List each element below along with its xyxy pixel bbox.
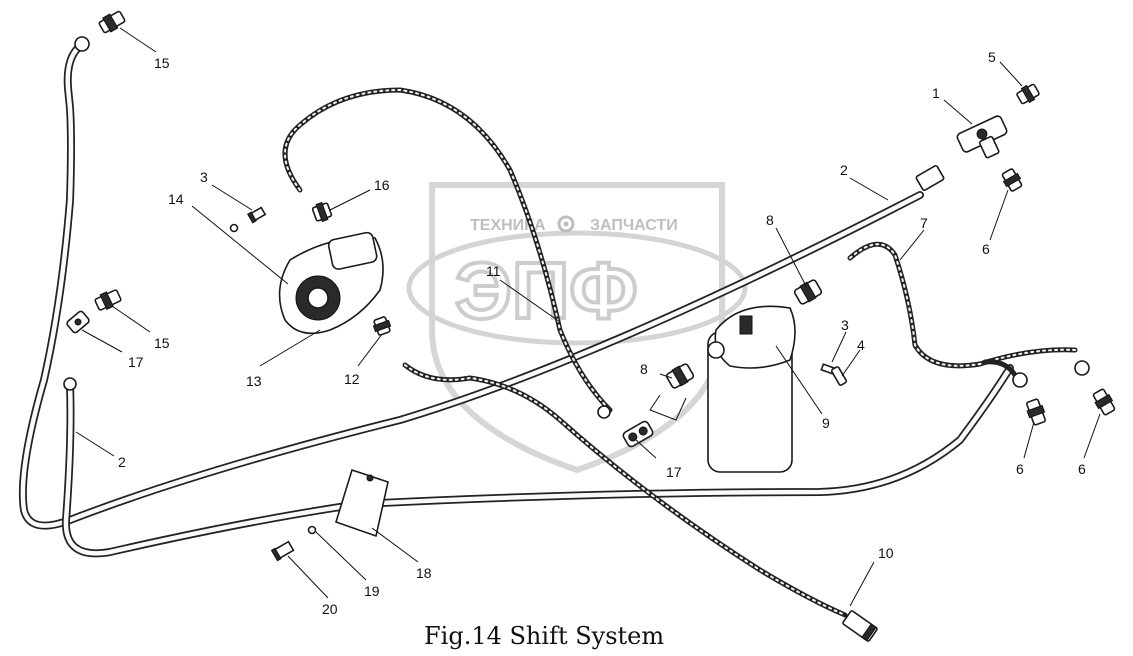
clamp-18 <box>335 468 389 538</box>
fitting-8-lower <box>665 363 695 389</box>
left-tube-upper-inner <box>20 45 923 528</box>
callout-4: 4 <box>857 337 865 353</box>
callout-2-left: 2 <box>118 454 126 470</box>
callout-20: 20 <box>322 601 338 617</box>
banjo-1020 <box>1012 372 1028 388</box>
banjo-1082 <box>1074 360 1090 376</box>
fitting-15-mid <box>94 289 122 311</box>
tube-end-10 <box>842 610 878 642</box>
bolt-3-left <box>247 206 267 224</box>
callout-13: 13 <box>246 373 262 389</box>
pin-4 <box>830 366 848 386</box>
watermark-text-left: ТЕХНИКА <box>470 217 546 234</box>
hoses <box>18 44 1078 618</box>
callout-11: 11 <box>486 263 501 279</box>
callout-14: 14 <box>168 191 184 207</box>
watermark-ellipse <box>406 230 748 346</box>
washer-14 <box>229 223 239 233</box>
bolt-20 <box>270 540 295 562</box>
fitting-17-right <box>622 420 654 448</box>
fitting-12 <box>372 316 392 336</box>
callout-17-left: 17 <box>128 354 144 370</box>
hose-10-inner <box>404 364 846 616</box>
hose-7 <box>847 241 1078 369</box>
watermark: ТЕХНИКА ЗАПЧАСТИ ЭПФ <box>406 182 748 474</box>
tube-end-2-right <box>915 165 945 191</box>
pump-13 <box>278 231 384 335</box>
callout-6-top: 6 <box>982 241 990 257</box>
callout-9: 9 <box>822 415 830 431</box>
callout-15-top-label: 15 <box>154 55 170 71</box>
callout-17-right: 17 <box>666 464 682 480</box>
gear-icon <box>557 215 575 233</box>
callout-15-mid: 15 <box>154 335 170 351</box>
left-tube-lower-inner <box>63 365 1013 556</box>
callout-5: 5 <box>988 49 996 65</box>
callout-1: 1 <box>932 85 940 101</box>
hose-11-inner <box>284 88 611 411</box>
watermark-text-right: ЗАПЧАСТИ <box>590 217 678 234</box>
callout-12: 12 <box>344 371 360 387</box>
fitting-6-top <box>1001 168 1023 192</box>
banjo-top <box>74 36 90 52</box>
washer-19 <box>307 525 317 535</box>
banjo-604 <box>597 405 611 419</box>
fitting-6-mid <box>1026 398 1046 426</box>
left-tube-lower <box>61 364 1014 558</box>
watermark-logo: ЭПФ <box>455 246 638 335</box>
callout-3-left: 3 <box>200 169 208 185</box>
callout-18: 18 <box>416 565 432 581</box>
callout-10: 10 <box>878 545 894 561</box>
bracket-8 <box>649 394 687 421</box>
callout-7: 7 <box>920 215 928 231</box>
figure-caption: Fig.14 Shift System <box>424 622 664 650</box>
tube-end-2-left <box>63 377 77 391</box>
tee-1 <box>956 115 1008 159</box>
parts <box>63 10 1116 642</box>
fitting-8-upper <box>793 279 823 305</box>
hose-7-inner <box>849 243 1076 367</box>
callout-6-right: 6 <box>1078 461 1086 477</box>
callout-labels: 1 2 2 3 3 4 5 6 6 6 7 8 8 9 10 11 12 13 … <box>118 49 1086 617</box>
callout-3-right: 3 <box>841 317 849 333</box>
callout-19: 19 <box>364 583 380 599</box>
leader-lines <box>75 27 1101 607</box>
callout-6-mid: 6 <box>1016 461 1024 477</box>
fitting-17-left <box>66 310 90 334</box>
callout-8-upper: 8 <box>766 212 774 228</box>
callout-8-lower: 8 <box>640 361 648 377</box>
fitting-16 <box>311 201 333 223</box>
callout-2-right: 2 <box>840 162 848 178</box>
hose-branch-6 <box>982 359 1018 378</box>
callout-16: 16 <box>374 177 390 193</box>
fitting-5 <box>1016 83 1040 105</box>
fitting-6-right <box>1092 388 1116 416</box>
fitting-15-top <box>98 10 126 34</box>
filter-9 <box>707 305 796 473</box>
